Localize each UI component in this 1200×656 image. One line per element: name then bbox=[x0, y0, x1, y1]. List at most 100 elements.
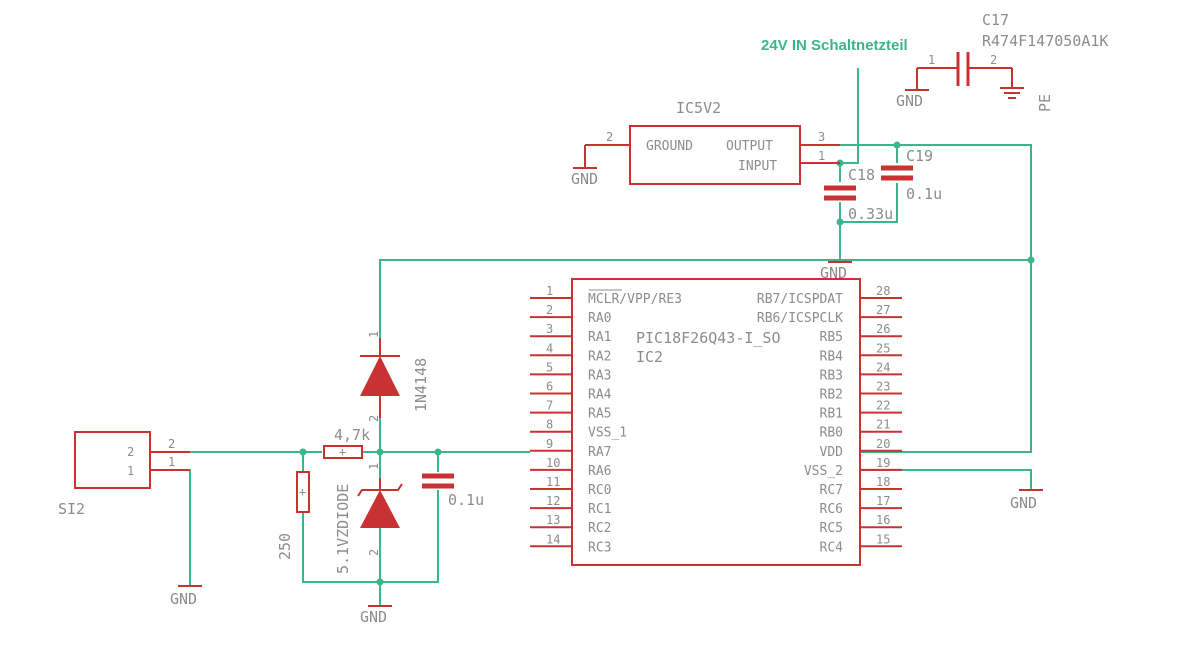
mcu-pin-label: RA6 bbox=[588, 464, 611, 479]
regulator-ground-label: GROUND bbox=[646, 139, 693, 154]
mcu-pin-label: RA2 bbox=[588, 349, 611, 364]
net-label-24v: 24V IN Schaltnetzteil bbox=[761, 37, 908, 54]
mcu-pin-number: 3 bbox=[546, 322, 553, 336]
wire-rail-to-diode[interactable] bbox=[379, 259, 1031, 338]
mcu-pin-label: VDD bbox=[820, 445, 844, 460]
junction-dot bbox=[376, 578, 384, 586]
connector-si2[interactable] bbox=[74, 431, 190, 489]
regulator-pin-output: 3 bbox=[818, 130, 825, 144]
regulator-name: IC5V2 bbox=[676, 99, 721, 117]
mcu-pin-number: 5 bbox=[546, 360, 553, 374]
mcu-pin-label: VSS_2 bbox=[804, 464, 843, 479]
junction-dot bbox=[376, 448, 384, 456]
junction-dot bbox=[893, 141, 901, 149]
mcu-pin-number: 11 bbox=[546, 475, 560, 489]
mcu-pin-label: RA1 bbox=[588, 330, 611, 345]
mcu-pin-label: RA4 bbox=[588, 388, 612, 403]
cap-0-1u[interactable] bbox=[422, 473, 454, 489]
c18-name: C18 bbox=[848, 166, 875, 184]
c17-value: R474F147050A1K bbox=[982, 32, 1108, 50]
regulator-ic5v2[interactable] bbox=[573, 125, 840, 185]
zener-pin2: 2 bbox=[367, 549, 381, 556]
mcu-pin-label: RB5 bbox=[820, 330, 843, 345]
mcu-pin-label: RA5 bbox=[588, 407, 611, 422]
mcu-pin-number: 9 bbox=[546, 437, 553, 451]
mcu-pin-number: 21 bbox=[876, 418, 890, 432]
c19-capacitor[interactable] bbox=[881, 165, 913, 181]
junction-dot bbox=[299, 448, 307, 456]
wire-5v-rail[interactable] bbox=[800, 144, 1032, 453]
mcu-pin-label: RC0 bbox=[588, 483, 611, 498]
c17-name: C17 bbox=[982, 11, 1009, 29]
wires bbox=[150, 68, 1032, 606]
wire-vss2-gnd[interactable] bbox=[860, 469, 1032, 490]
mcu-pin-number: 24 bbox=[876, 360, 890, 374]
mcu-pin-number: 1 bbox=[546, 284, 553, 298]
mcu-pin-label: RA0 bbox=[588, 311, 611, 326]
gnd-label-c17: GND bbox=[896, 92, 923, 110]
c19-value: 0.1u bbox=[906, 185, 942, 203]
mcu-pin-number: 13 bbox=[546, 513, 560, 527]
resistor-250[interactable]: + bbox=[296, 471, 310, 513]
regulator-pin-ground: 2 bbox=[606, 130, 613, 144]
junction-dot bbox=[836, 218, 844, 226]
wire-24v-input[interactable] bbox=[800, 68, 859, 164]
c18-value: 0.33u bbox=[848, 205, 893, 223]
wire-cap-bottom[interactable] bbox=[380, 490, 439, 583]
gnd-label-bottom: GND bbox=[360, 608, 387, 626]
diode-pin2: 2 bbox=[367, 415, 381, 422]
mcu-pin-label: RC5 bbox=[820, 521, 843, 536]
mcu-pin-number: 20 bbox=[876, 437, 890, 451]
c17-pin1: 1 bbox=[928, 53, 935, 67]
gnd-label-regulator: GND bbox=[571, 170, 598, 188]
mcu-pin-number: 22 bbox=[876, 399, 890, 413]
mcu-pin-number: 15 bbox=[876, 532, 890, 546]
diode-1n4148[interactable] bbox=[360, 338, 400, 418]
mcu-pin-number: 19 bbox=[876, 456, 890, 470]
c17-pin2: 2 bbox=[990, 53, 997, 67]
pe-label: PE bbox=[1036, 94, 1054, 112]
mcu-pin-number: 4 bbox=[546, 341, 553, 355]
c17-capacitor[interactable] bbox=[916, 52, 1013, 90]
cap-value: 0.1u bbox=[448, 491, 484, 509]
mcu-pin-label: MCLR/VPP/RE3 bbox=[588, 292, 682, 307]
regulator-input-label: INPUT bbox=[738, 159, 777, 174]
mcu-pin-number: 25 bbox=[876, 341, 890, 355]
mcu-left-pins: 1MCLR/VPP/RE32RA03RA14RA25RA36RA47RA58VS… bbox=[530, 284, 682, 555]
diode-pin1: 1 bbox=[367, 331, 381, 338]
mcu-pin-label: VSS_1 bbox=[588, 426, 627, 441]
zener-diode[interactable] bbox=[357, 478, 403, 528]
mcu-pin-label: RC7 bbox=[820, 483, 843, 498]
mcu-pin-number: 12 bbox=[546, 494, 560, 508]
mcu-name: IC2 bbox=[636, 348, 663, 366]
mcu-pin-label: RB0 bbox=[820, 426, 843, 441]
mcu-ic2[interactable] bbox=[571, 278, 861, 566]
c18-capacitor[interactable] bbox=[824, 185, 856, 201]
junction-dot bbox=[434, 448, 442, 456]
mcu-pin-number: 27 bbox=[876, 303, 890, 317]
wire-cap-gnd[interactable] bbox=[839, 183, 898, 223]
wire-r250-bottom[interactable] bbox=[302, 512, 380, 583]
mcu-pin-number: 16 bbox=[876, 513, 890, 527]
si2-name: SI2 bbox=[58, 500, 85, 518]
r250-value: 250 bbox=[276, 533, 294, 560]
wire-si2-gnd[interactable] bbox=[150, 469, 191, 586]
mcu-pin-number: 23 bbox=[876, 380, 890, 394]
mcu-pin-label: RB1 bbox=[820, 407, 843, 422]
svg-text:+: + bbox=[299, 485, 306, 499]
mcu-pin-number: 18 bbox=[876, 475, 890, 489]
si2-pin2: 2 bbox=[168, 437, 175, 451]
gnd-label-si2: GND bbox=[170, 590, 197, 608]
resistor-4k7[interactable]: + bbox=[323, 445, 363, 459]
junctions bbox=[299, 141, 1035, 586]
mcu-pin-number: 14 bbox=[546, 532, 560, 546]
mcu-pin-label: RB6/ICSPCLK bbox=[757, 311, 843, 326]
zener-name: 5.1VZDIODE bbox=[334, 484, 352, 574]
mcu-pin-label: RA3 bbox=[588, 368, 611, 383]
mcu-pin-number: 8 bbox=[546, 418, 553, 432]
mcu-pin-label: RB4 bbox=[820, 349, 844, 364]
mcu-pin-label: RC6 bbox=[820, 502, 843, 517]
mcu-part: PIC18F26Q43-I_SO bbox=[636, 329, 781, 347]
si2-inner-pin2: 2 bbox=[127, 445, 134, 459]
